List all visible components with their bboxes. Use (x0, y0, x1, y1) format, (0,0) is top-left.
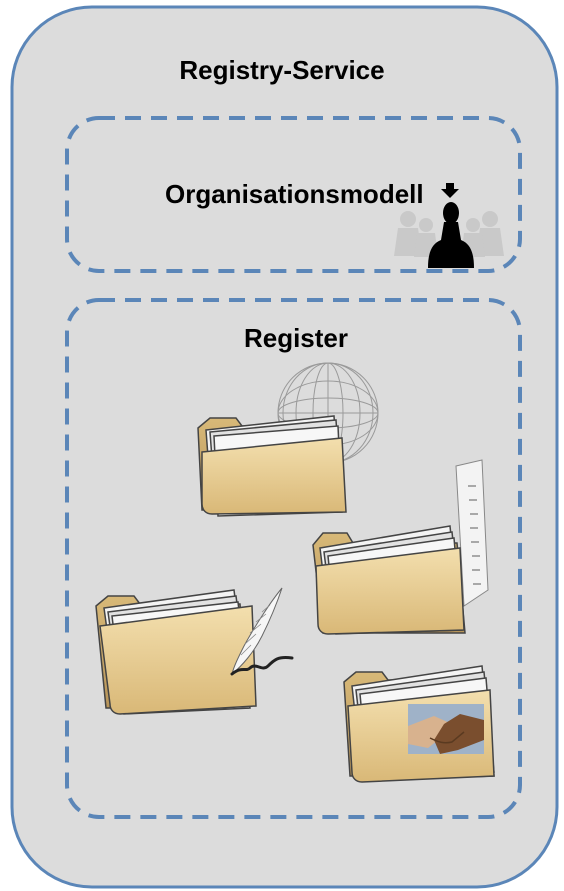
organization-person-icon (394, 183, 504, 268)
registry-service-title: Registry-Service (179, 55, 385, 85)
register-label: Register (243, 323, 349, 353)
folder-ruler-icon (312, 525, 466, 635)
folder-globe-icon (197, 415, 347, 517)
folder-signature-icon (95, 589, 257, 715)
ruler-icon (455, 459, 489, 607)
organisationsmodell-label: Organisationsmodell (165, 179, 424, 209)
register-box (65, 298, 522, 819)
signature-quill-icon (230, 587, 294, 676)
organisationsmodell-box (65, 116, 522, 273)
handshake-icon (408, 704, 484, 754)
